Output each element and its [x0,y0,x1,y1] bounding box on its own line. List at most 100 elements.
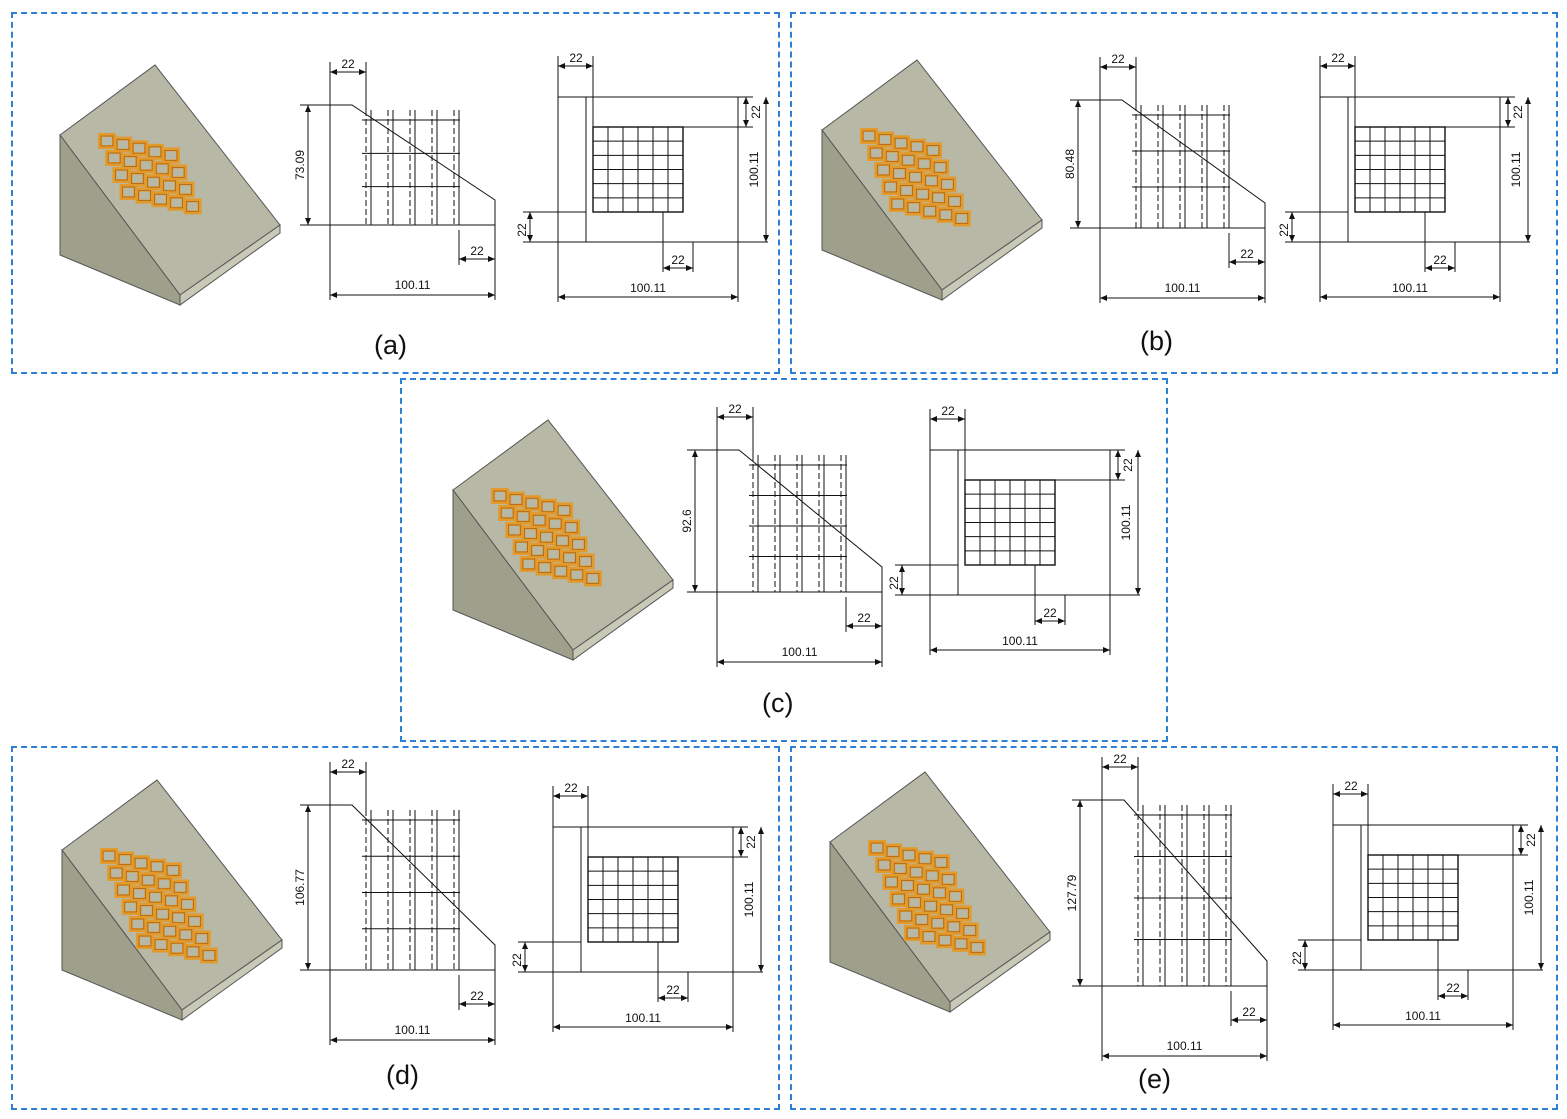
lattice-cell-edge [538,562,552,574]
lattice-cell [920,203,939,220]
lattice-cell-edge [869,147,883,159]
lattice-cell [200,947,218,964]
lattice-cell-edge [107,152,121,164]
dimension-bottom-offset-value: 22 [857,611,871,625]
lattice-cell-edge [115,169,128,181]
lattice-cell-edge [138,935,152,947]
lattice-cell-edge [923,205,937,217]
lattice-cell-edge [917,883,930,895]
lattice-cell-edge [524,528,537,539]
lattice-cell [904,199,923,216]
lattice-cell-edge [154,193,167,205]
lattice-cell-edge [934,857,948,868]
lattice-cell-edge [555,535,569,547]
lattice-structure [491,488,602,587]
lattice-cell-edge [186,200,200,212]
lattice-cell-edge [579,555,593,567]
dimension-left-bottom-value: 22 [1290,951,1304,965]
dimension-width-value: 100.11 [1165,281,1201,295]
lattice-cell-edge [939,209,953,221]
lattice-cell-edge [118,854,132,865]
lattice-cell-edge [109,867,123,879]
lattice-cell-edge [170,197,184,209]
lattice-cell-edge [554,565,568,577]
dimension-top-value: 22 [341,57,355,71]
dimension-bottom-offset-value: 22 [666,983,680,997]
dimension-width-value: 100.11 [630,281,666,295]
lattice-cell-edge [500,507,514,519]
panel-b-frame [790,12,1558,374]
lattice-cell-edge [532,514,546,526]
lattice-cell-edge [123,156,137,167]
dimension-right-top-value: 22 [744,835,758,849]
lattice-cell-edge [173,882,187,893]
dimension-top-value: 22 [728,402,742,416]
lattice-cell-edge [171,167,185,178]
dimension-bottom-offset-value: 22 [671,253,685,267]
lattice-cell-edge [926,145,940,156]
lattice-cell-edge [563,552,577,564]
lattice-cell-edge [525,497,539,509]
lattice-cell-edge [954,938,968,950]
lattice-cell-edge [117,884,130,896]
lattice-cell-edge [163,925,177,937]
lattice-cell-edge [132,142,146,154]
lattice-cell-edge [877,859,891,871]
panel-d-frame [11,746,780,1110]
lattice-cell [583,570,602,587]
lattice-cell-edge [131,918,145,930]
lattice-cell-edge [901,154,915,166]
lattice-cell-edge [948,195,962,207]
lattice-cell-edge [924,175,938,187]
dimension-right-top-value: 22 [1121,458,1135,472]
lattice-cell-edge [955,212,969,224]
dimension-height-value: 92.6 [680,509,694,533]
dimension-width-value: 100.11 [395,278,431,292]
lattice-cell-edge [947,921,961,933]
lattice-cell [888,196,907,212]
lattice-cell [535,559,554,576]
lattice-cell-edge [893,863,907,874]
lattice-cell-edge [154,939,168,951]
dimension-width-value: 100.11 [395,1023,431,1037]
dimension-width-value: 100.11 [625,1011,661,1025]
concrete-block-render [61,779,283,1021]
lattice-cell-edge [102,850,116,862]
lattice-cell-edge [522,558,536,570]
lattice-structure [98,133,202,215]
lattice-cell-edge [902,849,916,861]
lattice-cell-edge [138,190,151,201]
dimension-height-value: 100.11 [1509,151,1523,187]
lattice-cell [896,908,915,924]
dimension-bottom-offset-value: 22 [470,244,484,258]
lattice-cell-edge [924,900,937,912]
dimension-bottom-offset-value: 22 [1242,1005,1256,1019]
lattice-cell-edge [134,857,148,869]
dimension-top-value: 22 [1331,51,1345,65]
dimension-left-bottom-value: 22 [515,223,529,237]
lattice-cell-edge [956,907,970,919]
lattice-cell-edge [548,518,562,530]
panel-c-frame [400,378,1168,742]
lattice-cell-edge [916,188,929,200]
lattice-cell-edge [877,164,890,176]
lattice-structure [860,128,971,227]
dimension-height-value: 100.11 [742,881,756,917]
lattice-cell-edge [570,569,584,581]
lattice-cell-edge [940,904,954,916]
dimension-right-top-value: 22 [1524,833,1538,847]
lattice-cell [881,179,900,195]
dimension-bottom-offset-value: 22 [1446,981,1460,995]
lattice-cell-edge [901,880,914,891]
lattice-cell-edge [157,878,171,890]
lattice-cell-edge [172,912,186,924]
lattice-cell-edge [515,541,528,553]
dimension-top-value: 22 [569,51,583,65]
lattice-cell-edge [907,202,921,214]
side-outline [1099,99,1266,229]
